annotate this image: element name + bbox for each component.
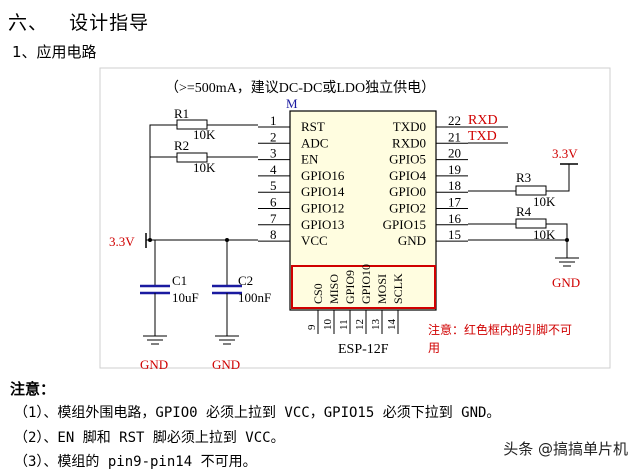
left-pin-name: GPIO14 [301,184,345,199]
net-3v3-left: 3.3V [109,234,135,249]
right-pin-name: GPIO15 [383,217,426,232]
left-pin-number: 6 [270,195,277,210]
sub-heading: 1、应用电路 [12,43,97,61]
red-note-line1: 注意：红色框内的引脚不可 [428,322,572,337]
unusable-pins-box [291,265,436,309]
left-pin-number: 2 [270,129,277,144]
right-pin-number: 21 [448,129,461,144]
notes-title: 注意： [10,380,56,398]
right-pin-number: 15 [448,227,461,242]
watermark: 头条 @搞搞单片机 [503,438,628,459]
bottom-pin-group: CS0 9 MISO 10 GPIO9 11 GPIO10 12 MOSI 13 SCLK 14 [306,264,405,334]
r1-value: 10K [193,127,216,142]
bottom-pin-name: MISO [327,274,341,304]
gnd-symbol-c1: GND [140,335,168,372]
bottom-pin-name: SCLK [391,273,405,304]
right-pin-number: 22 [448,113,461,128]
r2-name: R2 [174,138,189,153]
gnd-label-c1: GND [140,357,168,372]
c1-name: C1 [172,273,187,288]
r4-name: R4 [516,204,532,219]
net-3v3-right: 3.3V [552,146,578,161]
right-pin-number: 20 [448,146,461,161]
right-pin-name: GND [398,233,426,248]
right-pin-name: GPIO0 [389,184,426,199]
r1-name: R1 [174,106,189,121]
schematic: （>=500mA，建议DC-DC或LDO独立供电） M 1 RST 2 ADC 3 EN 4… [99,67,611,372]
right-pin-number: 18 [448,178,461,193]
bottom-pin-number: 14 [386,319,398,331]
right-pin-name: GPIO5 [389,152,426,167]
section-number: 六、 [8,12,49,34]
supply-note: （>=500mA，建议DC-DC或LDO独立供电） [165,80,435,96]
left-pin-name: RST [301,119,325,134]
bottom-pin-number: 12 [354,319,366,330]
schematic-frame [99,67,611,369]
right-pin-group: 22 TXD0 21 RXD0 20 GPIO5 19 GPIO4 18 GPIO0 17 GPIO2… [383,113,468,248]
note-line-1: （1）、模组外围电路，GPIO0 必须上拉到 VCC，GPIO15 必须下拉到 … [14,405,501,421]
left-pin-name: GPIO12 [301,201,344,216]
right-pin-name: GPIO4 [389,168,426,183]
net-rxd: RXD [468,113,498,128]
right-pin-number: 19 [448,162,461,177]
bottom-pin-name: GPIO10 [359,264,373,304]
module-label: M [286,96,298,111]
left-pin-number: 8 [270,227,277,242]
note-line-3: （3）、模组的 pin9-pin14 不可用。 [14,454,257,470]
section-title: 设计指导 [69,12,150,34]
bottom-pin-number: 10 [322,319,334,331]
bottom-pin-name: MOSI [375,274,389,304]
gnd-symbol-c2: GND [212,335,240,372]
left-pin-number: 3 [270,146,277,161]
watermark-text: 头条 @搞搞单片机 [503,440,628,458]
gnd-label-c2: GND [212,357,240,372]
right-pin-number: 16 [448,211,462,226]
left-pin-number: 1 [270,113,277,128]
note-line-2: （2）、EN 脚和 RST 脚必须上拉到 VCC。 [14,430,285,446]
module-name: ESP-12F [338,342,389,357]
gnd-symbol-right: GND [552,257,580,290]
section-heading: 六、 设计指导 [8,8,149,35]
r3-name: R3 [516,170,531,185]
left-pin-name: ADC [301,135,328,150]
left-pin-group: 1 RST 2 ADC 3 EN 4 GPIO16 5 GPIO14 6 GPIO12 7 GPIO13 8… [258,113,345,248]
right-pin-number: 17 [448,195,462,210]
right-pin-name: TXD0 [393,119,426,134]
bottom-pin-number: 11 [338,319,350,330]
right-pin-name: GPIO2 [389,201,426,216]
left-pin-name: VCC [301,233,328,248]
bottom-pin-number: 9 [306,324,318,330]
module-body [289,110,437,311]
bottom-pin-number: 13 [370,319,382,331]
r4-value: 10K [533,227,556,242]
bottom-pin-name: GPIO9 [343,270,357,304]
gnd-label-right: GND [552,275,580,290]
r2-value: 10K [193,160,216,175]
left-pin-number: 7 [270,211,277,226]
net-txd: TXD [468,129,497,144]
c1-value: 10uF [172,290,199,305]
r3-value: 10K [533,194,556,209]
right-pin-name: RXD0 [392,135,426,150]
left-pin-number: 5 [270,178,277,193]
c2-name: C2 [238,273,253,288]
left-pin-name: GPIO13 [301,217,344,232]
left-pin-number: 4 [270,162,277,177]
c2-value: 100nF [238,290,271,305]
red-note-line2: 用 [428,341,440,355]
bottom-pin-name: CS0 [311,283,325,304]
left-pin-name: EN [301,152,319,167]
left-pin-name: GPIO16 [301,168,345,183]
